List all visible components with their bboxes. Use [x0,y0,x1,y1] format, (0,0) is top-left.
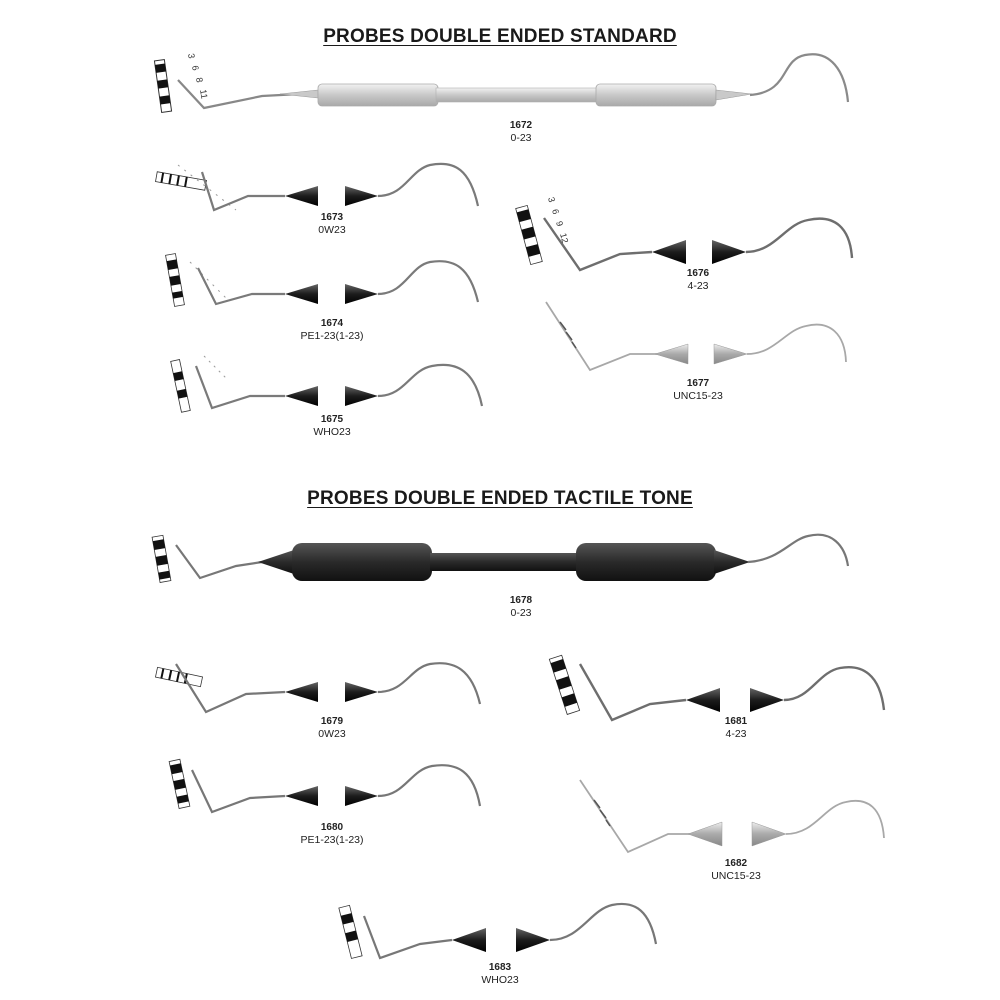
probe-1682 [579,779,885,854]
label-1674: 1674 PE1-23(1-23) [272,318,392,343]
scale-marker [155,171,207,191]
scale-marker [338,904,363,959]
product-code: 1679 [320,716,344,727]
product-code: 1681 [724,716,748,727]
model-name: UNC15-23 [673,390,723,402]
label-1680: 1680 PE1-23(1-23) [272,822,392,847]
label-1681: 1681 4-23 [676,716,796,741]
scale-mark-label: 3 [186,53,197,60]
section-title-tactile: PROBES DOUBLE ENDED TACTILE TONE [307,488,693,509]
probe-1675 [170,355,484,413]
scale-mark-label: 9 [554,220,565,227]
model-name: PE1-23(1-23) [300,834,364,846]
model-name: 4-23 [725,728,747,740]
scale-mark-label: 11 [198,89,209,100]
probe-1672: 3 6 8 11 [153,53,850,114]
scale-mark-label: 3 [546,196,557,203]
label-1683: 1683 WHO23 [440,962,560,987]
product-code: 1675 [320,414,344,425]
scale-mark-label: 8 [194,77,205,84]
product-code: 1680 [320,822,344,833]
model-name: 0-23 [510,132,532,144]
scale-marker [151,534,172,583]
scale-marker [165,253,185,307]
model-name: 4-23 [687,280,709,292]
scale-marker [168,758,191,809]
scale-mark-label: 6 [190,65,201,72]
product-code: 1673 [320,212,344,223]
product-code: 1677 [686,378,710,389]
scale-marker [170,359,191,413]
label-1676: 1676 4-23 [638,268,758,293]
model-name: WHO23 [481,974,519,986]
probe-1673 [155,162,480,212]
model-name: WHO23 [313,426,351,438]
product-code: 1674 [320,318,344,329]
product-code: 1672 [509,120,533,131]
label-1677: 1677 UNC15-23 [638,378,758,403]
model-name: 0W23 [318,224,346,236]
model-name: PE1-23(1-23) [300,330,364,342]
probe-1681 [548,654,886,722]
scale-marker [153,58,173,114]
model-name: UNC15-23 [711,870,761,882]
label-1673: 1673 0W23 [272,212,392,237]
probe-1676: 3 6 9 12 [515,196,854,272]
label-1678: 1678 0-23 [461,595,581,620]
scale-mark-label: 6 [550,208,561,215]
label-1682: 1682 UNC15-23 [676,858,796,883]
section-title-standard: PROBES DOUBLE ENDED STANDARD [323,26,677,47]
product-code: 1678 [509,595,533,606]
scale-marker [154,666,204,688]
product-code: 1683 [488,962,512,973]
scale-marker [548,654,581,715]
model-name: 0W23 [318,728,346,740]
product-code: 1676 [686,268,710,279]
product-code: 1682 [724,858,748,869]
probe-1683 [338,902,658,960]
label-1679: 1679 0W23 [272,716,392,741]
probe-1677 [545,301,847,372]
probe-1680 [168,758,482,814]
model-name: 0-23 [510,607,532,619]
label-1675: 1675 WHO23 [272,414,392,439]
probe-1678 [151,533,850,583]
label-1672: 1672 0-23 [461,120,581,145]
probe-1679 [154,662,482,714]
scale-marker [515,204,543,266]
probe-1674 [165,253,480,307]
